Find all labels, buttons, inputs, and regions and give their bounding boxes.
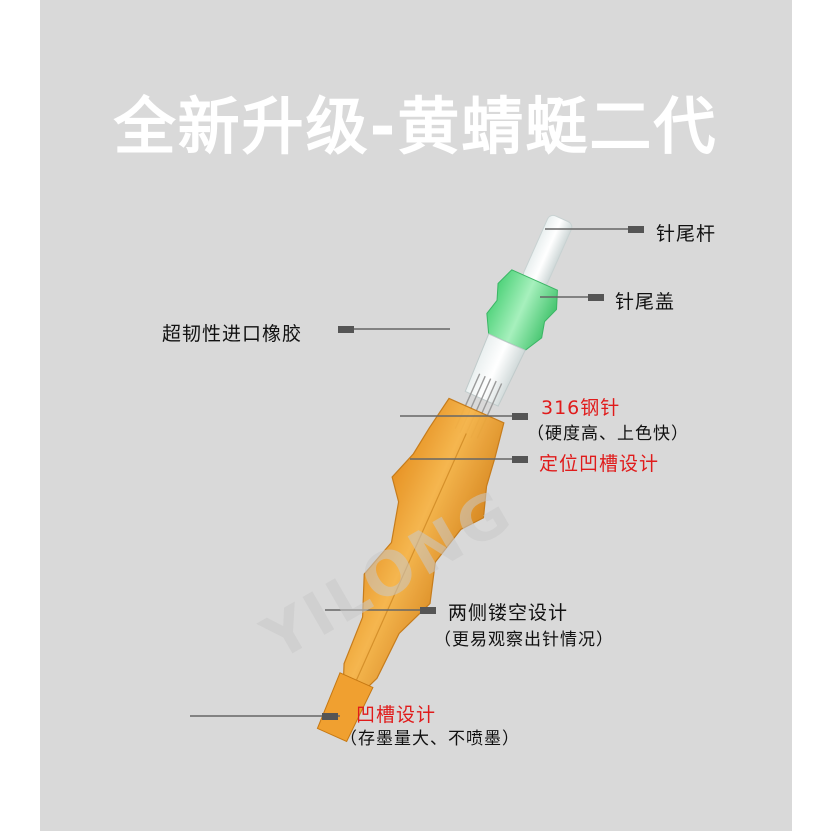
label-groove-note: （存墨量大、不喷墨） <box>340 729 520 749</box>
label-hollow-note: （更易观察出针情况） <box>434 630 614 650</box>
label-needle: 316钢针 <box>541 397 621 419</box>
label-groove: 凹槽设计 <box>356 704 437 726</box>
label-positioning-groove: 定位凹槽设计 <box>539 453 660 475</box>
tail-rod <box>522 214 573 287</box>
label-rubber: 超韧性进口橡胶 <box>162 323 303 345</box>
cartridge-tip <box>316 672 374 743</box>
page-title: 全新升级-黄蜻蜓二代 <box>113 90 718 163</box>
label-hollow-sides: 两侧镂空设计 <box>448 602 569 624</box>
label-needle-note: （硬度高、上色快） <box>527 424 689 444</box>
label-tail-cap: 针尾盖 <box>615 291 676 313</box>
label-tail-rod: 针尾杆 <box>656 223 717 245</box>
